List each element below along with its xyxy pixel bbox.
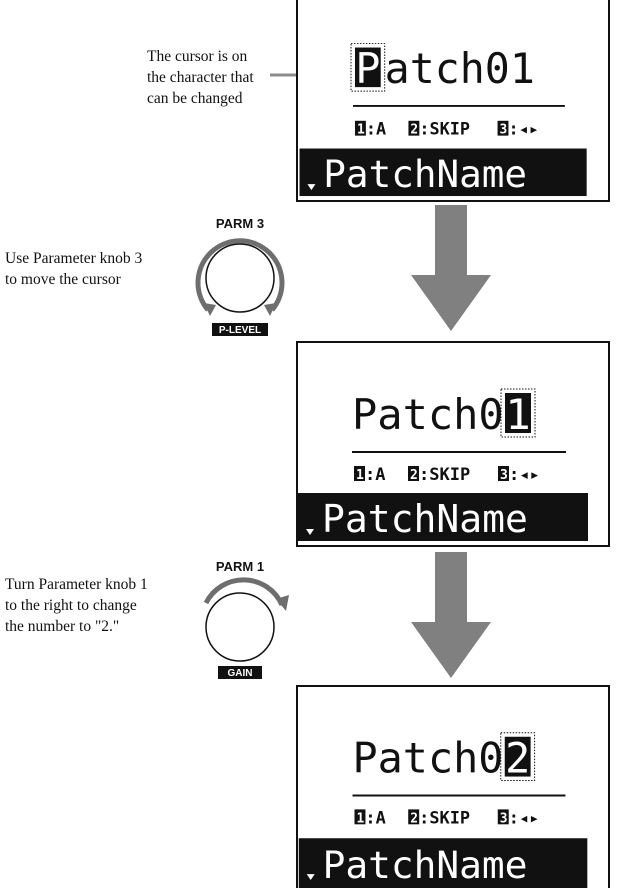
step2-line-3: the number to "2." — [5, 618, 120, 635]
cursor-highlight — [505, 393, 531, 433]
bottom-bar — [298, 838, 588, 888]
cursor-dotted-frame — [350, 43, 386, 92]
down-marker-icon — [307, 184, 316, 191]
patch-name-cursor-char: 2 — [505, 734, 530, 783]
bottom-bar — [298, 493, 588, 541]
cursor-note-line-2: the character that — [147, 69, 254, 86]
step2-line-1: Turn Parameter knob 1 — [5, 576, 148, 593]
parm1-knob[interactable]: PARM 1 GAIN — [190, 555, 290, 680]
param1-value: :A — [365, 465, 385, 485]
bottom-bar — [299, 148, 587, 197]
param1-number: 1 — [356, 468, 364, 483]
param2-badge — [408, 120, 420, 136]
status-row: 1 :A 2 :SKIP 3 :◂▸ — [354, 465, 540, 485]
step2-line-2: to the right to change — [5, 597, 137, 614]
param1-badge — [354, 120, 366, 136]
rotary-knob-icon: PARM 3 P-LEVEL — [195, 216, 285, 336]
status-row: 1 :A 2 :SKIP 3 :◂▸ — [354, 119, 539, 139]
param1-number: 1 — [356, 811, 364, 826]
lcd-screen-2: Patch0 1 1 :A 2 :SKIP 3 :◂▸ PatchName — [296, 341, 610, 547]
param1-value: :A — [366, 119, 386, 139]
cursor-note-caption: The cursor is on the character that can … — [147, 46, 277, 109]
param2-value: :SKIP — [419, 119, 470, 139]
lcd-screen-1: P atch01 1 :A 2 :SKIP 3 :◂▸ PatchName — [296, 0, 610, 202]
param2-number: 2 — [410, 468, 418, 483]
patch-name-text: Patch0 — [353, 734, 504, 783]
parm3-knob[interactable]: PARM 3 P-LEVEL — [190, 212, 290, 337]
cursor-dotted-frame — [500, 388, 536, 438]
knob1-bottom-label: GAIN — [228, 668, 253, 679]
cursor-highlight — [354, 47, 381, 88]
cursor-note-line-1: The cursor is on — [147, 48, 248, 65]
param1-number: 1 — [357, 123, 365, 138]
knob3-bottom-label: P-LEVEL — [219, 325, 261, 336]
param3-badge — [497, 120, 509, 136]
status-row: 1 :A 2 :SKIP 3 :◂▸ — [354, 807, 539, 827]
lcd-display: Patch0 1 1 :A 2 :SKIP 3 :◂▸ PatchName — [298, 388, 588, 541]
param2-number: 2 — [410, 123, 418, 138]
rotary-knob-icon: PARM 1 GAIN — [203, 559, 289, 679]
arrow-down-icon — [411, 205, 491, 331]
patch-name-cursor-char: P — [355, 44, 380, 93]
arrow-down-icon — [411, 552, 491, 678]
param1-value: :A — [365, 807, 385, 827]
cursor-highlight — [504, 736, 531, 777]
patch-name-cursor-char: 1 — [505, 390, 530, 439]
step2-caption: Turn Parameter knob 1 to the right to ch… — [5, 574, 195, 637]
cursor-note-line-3: can be changed — [147, 90, 243, 107]
step1-caption: Use Parameter knob 3 to move the cursor — [5, 248, 195, 290]
bottom-label: PatchName — [323, 843, 528, 887]
cursor-dotted-frame — [500, 732, 536, 782]
param2-value: :SKIP — [419, 465, 470, 485]
bottom-label: PatchName — [322, 497, 528, 541]
lcd-display: P atch01 1 :A 2 :SKIP 3 :◂▸ PatchName — [299, 43, 587, 197]
param3-number: 3 — [500, 468, 508, 483]
param3-value: :◂▸ — [509, 465, 540, 485]
patch-name-text: Patch0 — [352, 390, 504, 439]
bottom-label: PatchName — [323, 152, 527, 196]
param3-value: :◂▸ — [508, 119, 538, 139]
step1-line-1: Use Parameter knob 3 — [5, 250, 143, 267]
knob1-top-label: PARM 1 — [216, 559, 264, 574]
param3-number: 3 — [500, 123, 508, 138]
patch-name-text: atch01 — [385, 44, 535, 93]
param2-value: :SKIP — [419, 807, 470, 827]
lcd-display: Patch0 2 1 :A 2 :SKIP 3 :◂▸ PatchName — [298, 732, 588, 888]
param2-number: 2 — [410, 811, 418, 826]
param3-number: 3 — [500, 811, 508, 826]
param3-value: :◂▸ — [509, 807, 540, 827]
down-marker-icon — [306, 874, 315, 881]
knob3-top-label: PARM 3 — [216, 216, 264, 231]
down-marker-icon — [306, 529, 314, 535]
step1-line-2: to move the cursor — [5, 271, 121, 288]
lcd-screen-3: Patch0 2 1 :A 2 :SKIP 3 :◂▸ PatchName — [296, 685, 610, 888]
